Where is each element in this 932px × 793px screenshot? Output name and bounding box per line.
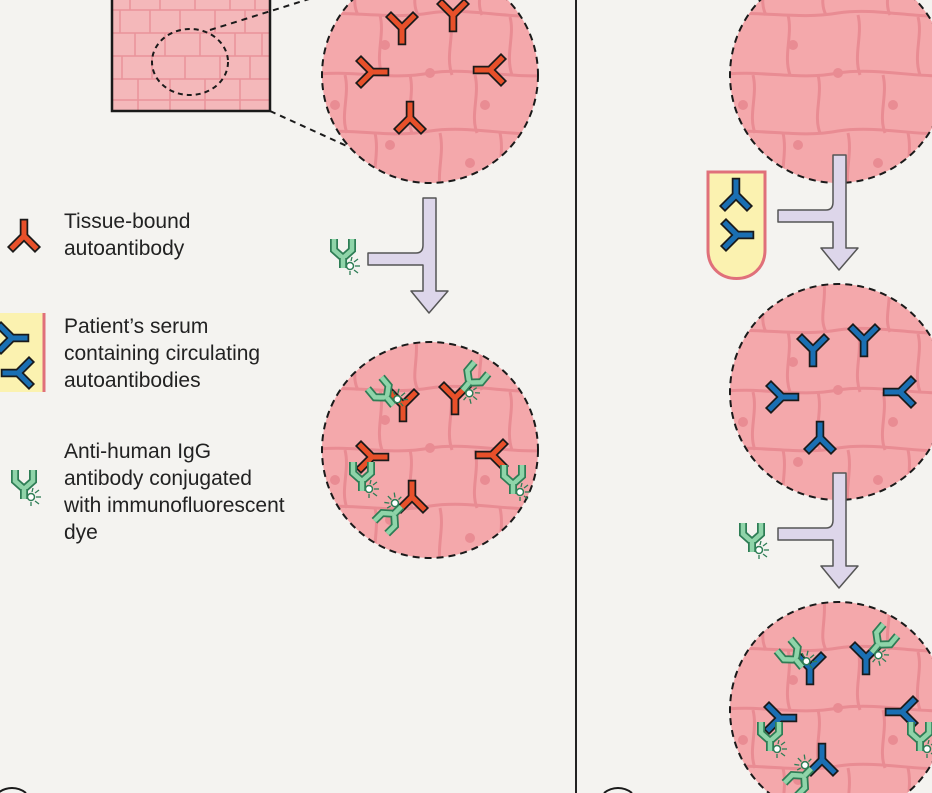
- legend-serum-tube-icon: [0, 313, 46, 392]
- down-arrow-icon-left: [367, 197, 449, 314]
- tissue-circle-bottom-right: [729, 601, 932, 793]
- serum-tube-icon: [706, 170, 767, 280]
- tissue-circle-bottom-left: [321, 341, 539, 559]
- panel-label-circle-right: [603, 786, 633, 793]
- legend-tissue-antibody-icon: [13, 223, 35, 247]
- tissue-circle-top-right: [729, 0, 932, 184]
- legend-fluorescent-antibody-icon: [15, 470, 41, 506]
- fluorescent-antibody-icon-arrow-right: [743, 523, 769, 559]
- tissue-circle-top-left: [321, 0, 539, 184]
- legend-anti-human-label: Anti-human IgG antibody conjugated with …: [64, 440, 285, 544]
- panel-label-circle-left: [0, 786, 27, 793]
- tissue-circle-middle-right: [729, 283, 932, 501]
- tissue-section-square: [110, 0, 396, 169]
- legend-tissue-bound-label: Tissue-bound autoantibody: [64, 210, 191, 260]
- fluorescent-antibody-icon-arrow-left: [334, 239, 360, 275]
- legend-patient-serum-label: Patient’s serum containing circulating a…: [64, 315, 261, 392]
